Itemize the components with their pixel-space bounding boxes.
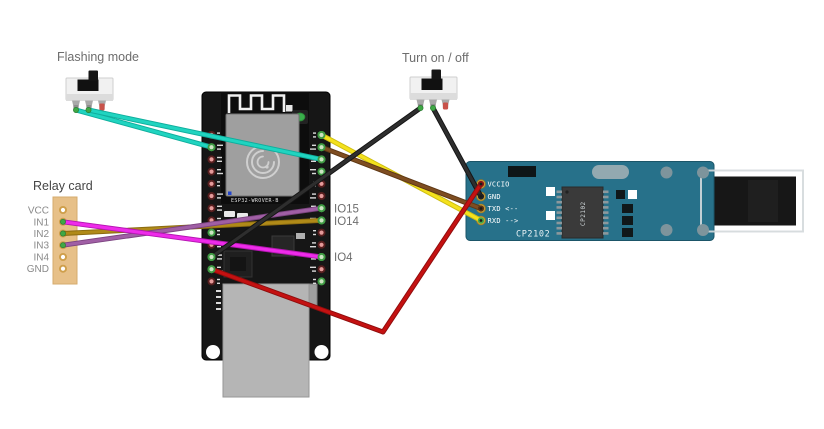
antenna-pad bbox=[286, 105, 293, 112]
wire-caps bbox=[60, 105, 485, 274]
relay-pin-label-in2: IN2 bbox=[33, 229, 49, 240]
usb-pad bbox=[697, 224, 709, 236]
switch-base bbox=[66, 94, 113, 101]
gpio-label-io14: IO14 bbox=[334, 216, 360, 228]
cp2102-pin-label-txd: TXD <-- bbox=[488, 205, 519, 213]
cp2102-board-label: CP2102 bbox=[516, 230, 550, 240]
switch-base bbox=[410, 93, 457, 100]
switch-knob[interactable] bbox=[88, 70, 99, 81]
wire-flash-switch-right[interactable] bbox=[86, 108, 324, 161]
switch-slot bbox=[77, 79, 99, 91]
blue-led bbox=[228, 191, 232, 195]
turn-on-off-switch[interactable] bbox=[409, 69, 458, 110]
usb-pad bbox=[660, 224, 673, 236]
wire-onoff-switch-left[interactable] bbox=[209, 106, 423, 259]
esp32-module-label: ESP32-WROVER-B bbox=[231, 198, 279, 204]
flashing-mode-title: Flashing mode bbox=[57, 50, 139, 64]
chip-pins bbox=[556, 190, 609, 235]
relay-pin-label-vcc: VCC bbox=[28, 206, 49, 217]
relay-pin-label-in1: IN1 bbox=[33, 217, 49, 228]
component bbox=[224, 211, 235, 217]
unused-pin-stub bbox=[99, 103, 105, 111]
wire-relay-in3[interactable] bbox=[61, 206, 324, 247]
esp32-shield bbox=[225, 113, 300, 197]
gpio-label-io15: IO15 bbox=[334, 203, 359, 215]
switch-slot bbox=[421, 78, 443, 90]
usb-pad bbox=[697, 166, 709, 179]
component bbox=[546, 211, 555, 220]
chip-dot bbox=[565, 190, 569, 194]
relay-pin-label-in3: IN3 bbox=[33, 241, 49, 252]
wire-onoff-switch-right[interactable] bbox=[431, 106, 483, 199]
mounting-hole bbox=[206, 345, 220, 359]
relay-pin-label-in4: IN4 bbox=[33, 253, 49, 264]
usb-pad bbox=[660, 166, 673, 179]
esp32-board[interactable]: ESP32-WROVER-B bbox=[201, 91, 331, 398]
cp2102-pin-label-gnd: GND bbox=[488, 193, 501, 201]
usb-plug-shell bbox=[700, 169, 804, 233]
flashing-mode-switch[interactable] bbox=[65, 70, 114, 111]
gpio-label-io4: IO4 bbox=[334, 252, 353, 264]
cp2102-adapter[interactable]: CP2102 VCCIO GND TXD <-- RXD --> CP2102 bbox=[465, 161, 804, 241]
component bbox=[546, 187, 555, 196]
turn-on-off-title: Turn on / off bbox=[402, 51, 469, 65]
component bbox=[616, 190, 625, 199]
relay-pin-label-gnd: GND bbox=[27, 264, 49, 275]
component bbox=[296, 233, 305, 239]
relay-card-title: Relay card bbox=[33, 179, 93, 193]
component bbox=[622, 216, 633, 225]
crystal bbox=[592, 165, 629, 179]
cp2102-pin-label-rxd: RXD --> bbox=[488, 217, 519, 225]
cp2102-pin-label-vccio: VCCIO bbox=[488, 181, 510, 189]
usb-connector[interactable] bbox=[222, 283, 310, 398]
antenna-trace bbox=[227, 94, 286, 113]
cp2102-chip-label: CP2102 bbox=[580, 201, 587, 226]
switch-knob[interactable] bbox=[431, 69, 442, 80]
wire-power-wire[interactable] bbox=[209, 182, 483, 334]
wires[interactable] bbox=[60, 105, 484, 335]
component bbox=[628, 190, 637, 199]
wire-flash-switch-left[interactable] bbox=[74, 108, 214, 149]
wire-relay-in1[interactable] bbox=[61, 220, 324, 259]
usb-plug-detail bbox=[748, 180, 778, 222]
chip-core bbox=[230, 257, 246, 271]
unused-pin-stub bbox=[442, 102, 449, 110]
mounting-hole bbox=[314, 345, 329, 359]
solder-jumper bbox=[508, 166, 536, 177]
component bbox=[622, 204, 633, 213]
component bbox=[622, 228, 633, 237]
